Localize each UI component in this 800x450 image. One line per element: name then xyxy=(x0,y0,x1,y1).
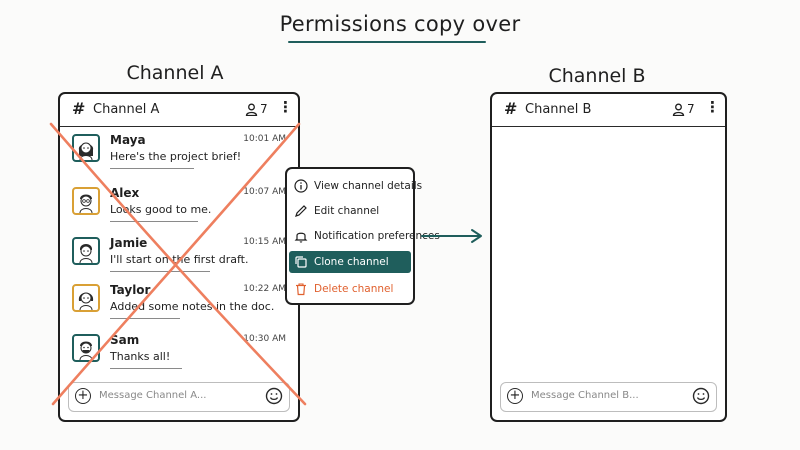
menu-item-label: Notification preferences xyxy=(314,230,440,242)
member-count: 7 xyxy=(260,102,268,116)
message-author: Sam xyxy=(110,333,140,347)
channel-b-name: Channel B xyxy=(525,102,592,117)
avatar-face-icon xyxy=(78,142,94,160)
user-icon xyxy=(672,103,685,116)
avatar-alex xyxy=(72,187,100,215)
add-attachment-icon[interactable]: + xyxy=(507,388,523,404)
message-composer[interactable]: + Message Channel B... xyxy=(500,382,717,412)
composer-placeholder: Message Channel B... xyxy=(531,390,639,401)
message-time: 10:22 AM xyxy=(243,284,286,294)
message-composer[interactable]: + Message Channel A... xyxy=(68,382,290,412)
message-underline xyxy=(110,221,198,222)
channel-b-header: # Channel B 7 ⋮ xyxy=(492,94,725,127)
arrow-right-icon xyxy=(421,229,482,243)
more-options-icon[interactable]: ⋮ xyxy=(278,98,293,116)
clone-icon xyxy=(295,256,307,268)
emoji-icon[interactable] xyxy=(265,387,283,405)
message-underline xyxy=(110,368,182,369)
add-attachment-icon[interactable]: + xyxy=(75,388,91,404)
message-time: 10:30 AM xyxy=(243,334,286,344)
message-underline xyxy=(110,271,210,272)
pencil-icon xyxy=(295,205,307,217)
title-underline xyxy=(288,41,486,43)
message-text: Here's the project brief! xyxy=(110,150,242,163)
message-time: 10:07 AM xyxy=(243,187,286,197)
channel-a-label: Channel A xyxy=(126,62,224,84)
message-item: Taylor 10:22 AM Added some notes in the … xyxy=(72,283,286,328)
channel-b-label: Channel B xyxy=(548,65,646,87)
menu-item-edit-channel[interactable]: Edit channel xyxy=(289,200,411,222)
members-button[interactable]: 7 xyxy=(672,102,695,116)
menu-item-view-channel-details[interactable]: View channel details xyxy=(289,175,422,197)
menu-item-label: View channel details xyxy=(314,180,423,192)
channel-b-window: # Channel B 7 ⋮ + Message Channel B... xyxy=(490,92,727,422)
avatar-face-icon xyxy=(78,292,94,310)
cross-out-icon xyxy=(49,122,307,406)
avatar-jamie xyxy=(72,237,100,265)
avatar-face-icon xyxy=(79,244,93,263)
avatar-face-icon xyxy=(79,194,93,213)
message-author: Maya xyxy=(110,133,146,147)
message-text: Looks good to me. xyxy=(110,203,212,216)
channel-a-window: # Channel A 7 ⋮ Maya 10:01 AM Here's the… xyxy=(58,92,300,422)
emoji-icon[interactable] xyxy=(692,387,710,405)
more-options-icon[interactable]: ⋮ xyxy=(705,98,720,116)
avatar-taylor xyxy=(72,284,100,312)
message-author: Taylor xyxy=(110,283,151,297)
trash-icon xyxy=(296,283,306,296)
message-underline xyxy=(110,318,180,319)
channel-a-name: Channel A xyxy=(93,102,160,117)
hash-icon: # xyxy=(504,99,518,118)
message-text: Thanks all! xyxy=(110,350,171,363)
menu-item-label: Delete channel xyxy=(314,283,394,295)
menu-item-label: Edit channel xyxy=(314,205,380,217)
composer-placeholder: Message Channel A... xyxy=(99,390,207,401)
member-count: 7 xyxy=(687,102,695,116)
menu-item-delete-channel[interactable]: Delete channel xyxy=(289,278,411,300)
user-icon xyxy=(245,103,258,116)
message-item: Maya 10:01 AM Here's the project brief! xyxy=(72,133,286,178)
bell-icon xyxy=(294,232,308,243)
menu-item-label: Clone channel xyxy=(314,256,389,268)
message-author: Alex xyxy=(110,186,140,200)
hash-icon: # xyxy=(72,99,86,118)
message-author: Jamie xyxy=(110,236,148,250)
channel-context-menu: View channel details Edit channel Notifi… xyxy=(285,167,440,305)
message-time: 10:01 AM xyxy=(243,134,286,144)
message-underline xyxy=(110,168,194,169)
menu-item-notification-preferences[interactable]: Notification preferences xyxy=(289,225,440,247)
message-time: 10:15 AM xyxy=(243,237,286,247)
message-text: Added some notes in the doc. xyxy=(110,300,275,313)
menu-item-clone-channel[interactable]: Clone channel xyxy=(289,251,411,273)
channel-a-header: # Channel A 7 ⋮ xyxy=(60,94,298,127)
info-icon xyxy=(294,179,308,193)
message-item: Alex 10:07 AM Looks good to me. xyxy=(72,186,286,231)
members-button[interactable]: 7 xyxy=(245,102,268,116)
diagram-title: Permissions copy over xyxy=(279,12,521,36)
